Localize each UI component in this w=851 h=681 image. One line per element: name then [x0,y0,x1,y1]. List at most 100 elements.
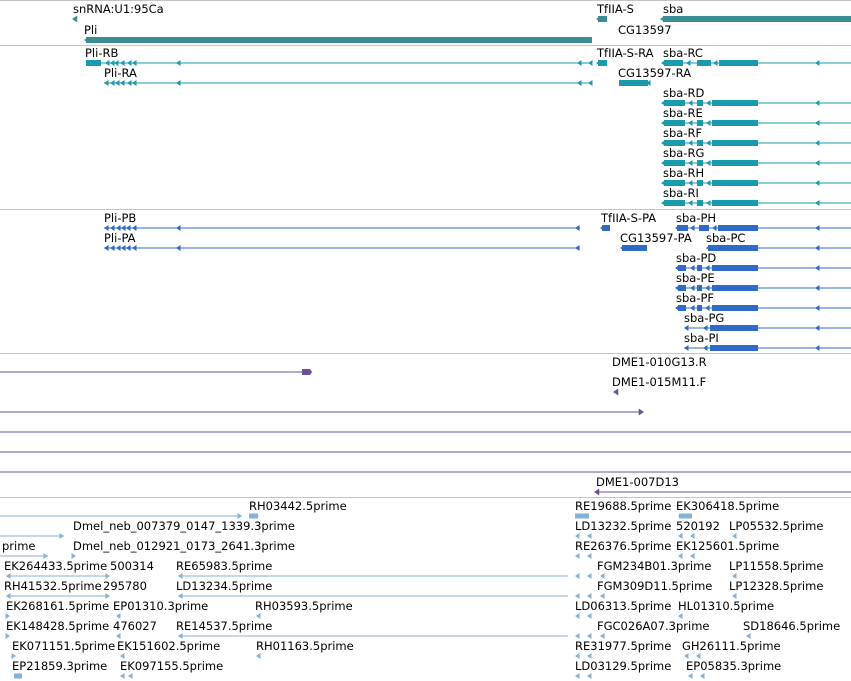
protein-glyph-sba[interactable] [710,325,758,331]
feature-label-cg13597[interactable]: CG13597 [618,23,672,37]
feature-label-sba-rf[interactable]: sba-RF [663,126,703,140]
feature-label-sba-pd[interactable]: sba-PD [676,251,717,265]
feature-label-sba-ph[interactable]: sba-PH [676,211,717,225]
feature-label-est[interactable]: RH01163.5prime [256,639,354,653]
feature-label-sba-ri[interactable]: sba-RI [663,186,699,200]
est-glyph[interactable] [587,573,592,579]
transcript-glyph-sba[interactable] [697,180,703,186]
transcript-glyph-sba[interactable] [815,200,820,206]
est-glyph[interactable] [59,533,65,539]
feature-label-est[interactable]: EP01310.3prime [113,599,209,613]
transcript-glyph-sba[interactable] [815,180,820,186]
clone-glyph[interactable] [594,488,600,496]
transcript-glyph-pli-ra[interactable] [176,80,181,86]
est-glyph[interactable] [575,613,580,619]
protein-glyph-pli-pa[interactable] [121,245,126,251]
protein-glyph-sba[interactable] [815,305,820,311]
est-glyph[interactable] [105,593,111,599]
transcript-glyph-sba[interactable] [815,100,820,106]
transcript-glyph-sba[interactable] [697,120,703,126]
transcript-glyph-sba[interactable] [706,140,711,146]
transcript-glyph-sba[interactable] [688,140,693,146]
feature-label-sba-pf[interactable]: sba-PF [676,291,715,305]
feature-label-est[interactable]: LP11558.5prime [729,559,824,573]
transcript-glyph-sba[interactable] [661,180,666,186]
est-glyph[interactable] [5,613,11,619]
feature-label-est[interactable]: RE26376.5prime [575,539,672,553]
feature-label-est[interactable]: Dmel_neb_012921_0173_2641.3prime [73,539,295,553]
feature-label-est[interactable]: LD03129.5prime [575,659,672,673]
feature-label-est[interactable]: LD13232.5prime [575,519,672,533]
transcript-glyph-pli-ra[interactable] [588,80,593,86]
est-glyph[interactable] [600,593,605,599]
clone-glyph[interactable] [638,408,644,416]
feature-label-tfiias-pa[interactable]: TfIIA-S-PA [601,211,657,225]
est-glyph[interactable] [732,533,737,539]
protein-glyph-pli-pa[interactable] [132,245,137,251]
transcript-glyph-sba[interactable] [661,200,666,206]
protein-glyph-pli-pb[interactable] [110,225,115,231]
clone-glyph[interactable] [613,388,619,396]
feature-label-dme1-010g13[interactable]: DME1-010G13.R [612,355,707,369]
transcript-glyph-sba[interactable] [697,140,703,146]
protein-glyph-sba[interactable] [697,285,702,291]
feature-label-est[interactable]: EK268161.5prime [6,599,110,613]
feature-label-sba[interactable]: sba [663,2,684,16]
protein-glyph-sba[interactable] [684,345,689,351]
feature-label-tfiias[interactable]: TfIIA-S [597,2,634,16]
feature-label-est[interactable]: GH26111.5prime [682,639,781,653]
feature-label-tfiias-ra[interactable]: TfIIA-S-RA [597,46,654,60]
protein-glyph-sba[interactable] [815,325,820,331]
transcript-glyph-cg13597-ra[interactable] [619,80,648,86]
est-glyph[interactable] [128,673,133,679]
protein-glyph-pli-pb[interactable] [104,225,109,231]
est-glyph[interactable] [587,613,592,619]
feature-label-sba-pe[interactable]: sba-PE [676,271,715,285]
transcript-glyph-pli-ra[interactable] [577,80,582,86]
est-glyph[interactable] [14,673,22,679]
feature-label-est[interactable]: EK264433.5prime [4,559,108,573]
feature-label-pli-rb[interactable]: Pli-RB [85,46,119,60]
est-glyph[interactable] [746,633,751,639]
est-glyph[interactable] [690,553,695,559]
transcript-glyph-sba[interactable] [664,160,685,166]
feature-label-sba-rh[interactable]: sba-RH [663,166,705,180]
est-glyph[interactable] [679,513,692,519]
transcript-glyph-sba[interactable] [664,120,685,126]
est-glyph[interactable] [575,513,580,519]
transcript-glyph-pli-ra[interactable] [110,80,115,86]
est-glyph[interactable] [120,653,125,659]
protein-glyph-pli-pa[interactable] [126,245,131,251]
est-glyph[interactable] [732,593,737,599]
est-glyph[interactable] [71,553,77,559]
protein-glyph-cg13597-pa[interactable] [620,245,625,251]
feature-label-est[interactable]: EK306418.5prime [676,499,780,513]
est-glyph[interactable] [575,513,589,519]
feature-label-est[interactable]: EP05835.3prime [686,659,782,673]
est-glyph[interactable] [178,573,183,579]
est-glyph[interactable] [575,533,580,539]
protein-glyph-sba[interactable] [678,265,686,271]
est-glyph[interactable] [732,573,737,579]
protein-glyph-sba[interactable] [697,305,702,311]
feature-label-pli-pa[interactable]: Pli-PA [104,231,136,245]
transcript-glyph-sba[interactable] [712,120,758,126]
feature-label-est[interactable]: RH03593.5prime [255,599,353,613]
feature-label-pli[interactable]: Pli [84,23,98,37]
transcript-glyph-pli-ra[interactable] [132,80,137,86]
transcript-glyph-sba[interactable] [712,100,758,106]
gene-glyph-tfiias[interactable] [598,16,607,22]
protein-glyph-tfiias-pa[interactable] [602,225,610,231]
feature-label-est[interactable]: 295780 [103,579,147,593]
est-glyph[interactable] [587,593,592,599]
feature-label-est[interactable]: RE14537.5prime [176,619,273,633]
est-glyph[interactable] [249,513,258,519]
protein-glyph-sba[interactable] [697,265,702,271]
est-glyph[interactable] [587,673,592,679]
est-glyph[interactable] [575,653,580,659]
feature-label-est[interactable]: EP21859.3prime [12,659,108,673]
est-glyph[interactable] [600,573,605,579]
protein-glyph-sba[interactable] [690,305,695,311]
transcript-glyph-sba[interactable] [688,160,693,166]
feature-label-est[interactable]: Dmel_neb_007379_0147_1339.3prime [73,519,295,533]
